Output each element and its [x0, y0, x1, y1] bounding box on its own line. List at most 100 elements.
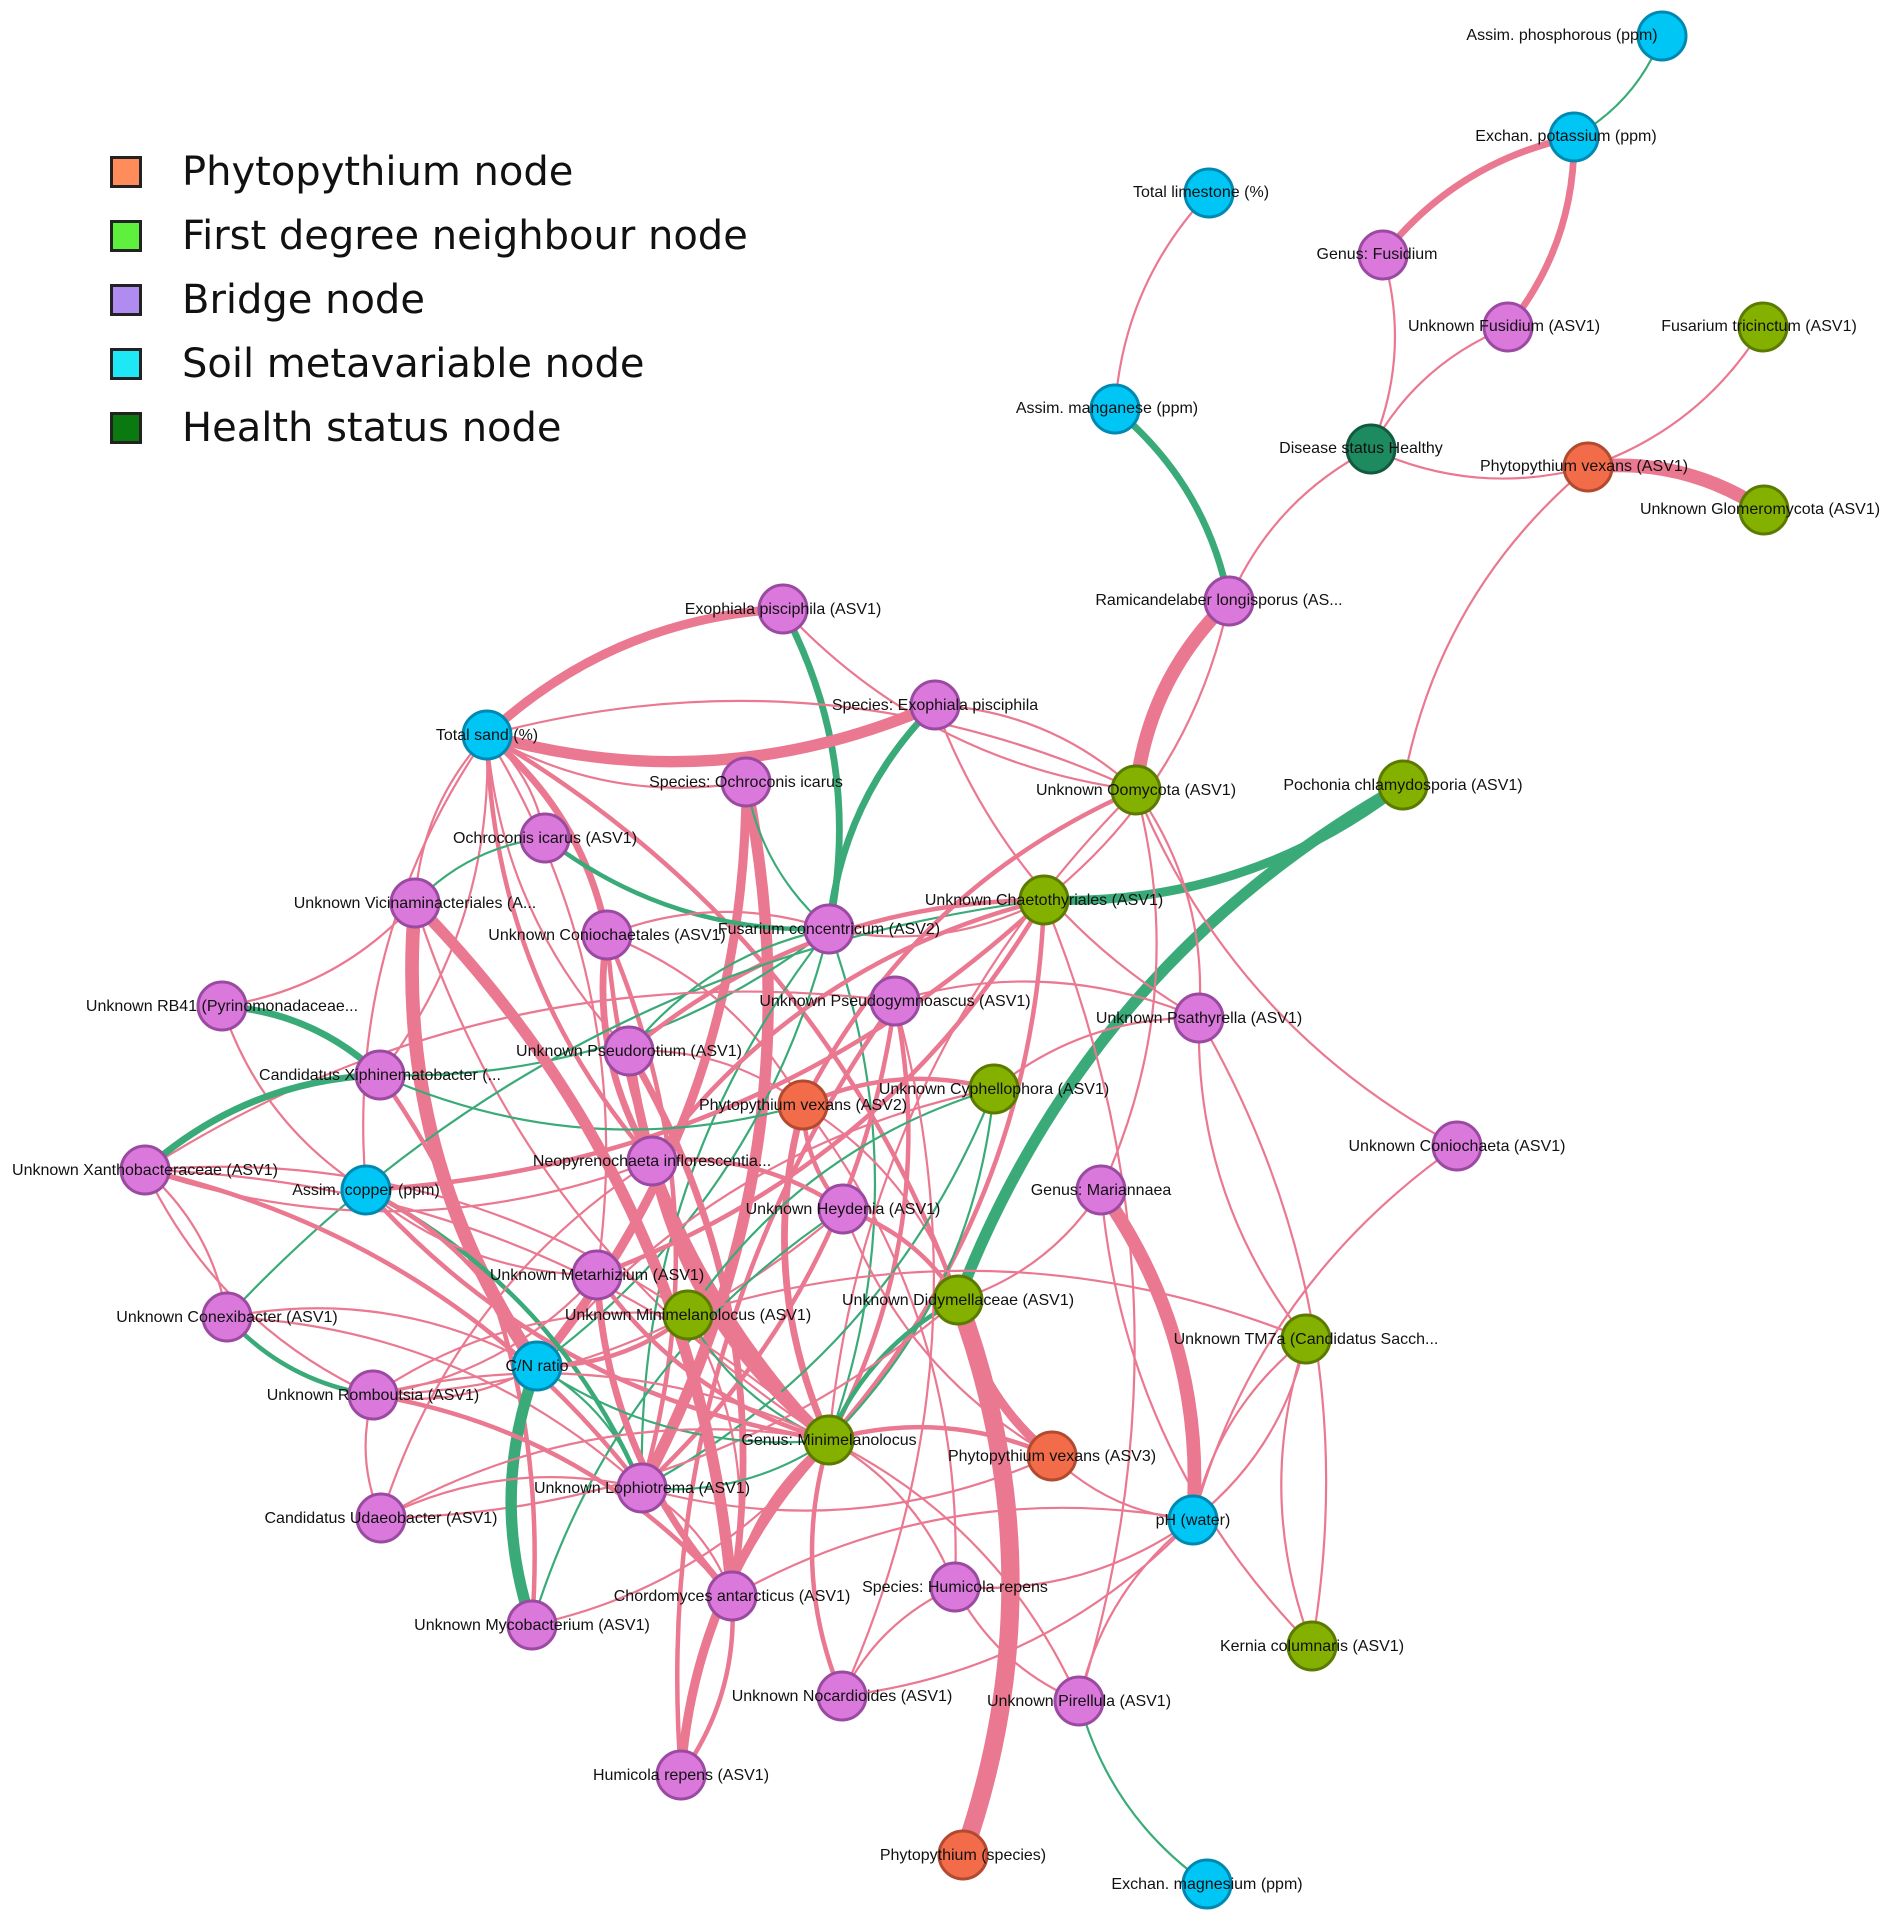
node-exmag [1181, 1858, 1233, 1910]
node-label-amang: Assim. manganese (ppm) [1016, 400, 1198, 417]
edge-nocard-pseudogym [840, 999, 935, 1698]
edge-ph-humsp [953, 1518, 1195, 1590]
edge-metarh-rombout [371, 1273, 599, 1397]
node-oomy [1110, 764, 1162, 816]
node-label-ph: pH (water) [1156, 1512, 1231, 1529]
edge-fusconc-gminim [827, 927, 877, 1442]
legend-swatch-bridge [110, 284, 142, 316]
edge-expot-ufusidium [1504, 133, 1578, 331]
node-pseudorot [603, 1025, 655, 1077]
node-label-disease: Disease status Healthy [1279, 440, 1443, 457]
edge-gminim-pirell [827, 1438, 1081, 1703]
edge-gminim-pv3 [826, 1424, 1055, 1459]
node-label-ochasv: Ochroconis icarus (ASV1) [453, 830, 637, 847]
edge-pv2-gminim [781, 1101, 833, 1444]
node-circle-copper [340, 1164, 392, 1216]
edge-marian-kernia [1099, 1188, 1314, 1648]
node-label-kernia: Kernia columnaris (ASV1) [1220, 1638, 1404, 1655]
node-label-humasv: Humicola repens (ASV1) [593, 1767, 769, 1784]
node-marian [1075, 1164, 1127, 1216]
node-circle-humasv [655, 1749, 707, 1801]
node-metarh [571, 1249, 623, 1301]
edge-copper-metarh [364, 1188, 599, 1277]
node-circle-conexi [201, 1291, 253, 1343]
node-label-ftric: Fusarium tricinctum (ASV1) [1661, 318, 1857, 335]
edge-heyden-pv3 [841, 1207, 1054, 1458]
node-circle-pv3 [1026, 1430, 1078, 1482]
node-label-oomy: Unknown Oomycota (ASV1) [1036, 782, 1236, 799]
legend-label-phytopythium: Phytopythium node [182, 149, 574, 195]
node-neopyr [626, 1135, 678, 1187]
node-circle-heyden [817, 1183, 869, 1235]
edge-cn-mycob [505, 1360, 543, 1631]
edge-lophio-udaeo [379, 1476, 644, 1520]
node-circle-humsp [929, 1561, 981, 1613]
edge-chaeto-copper [363, 897, 1047, 1193]
node-mycob [506, 1599, 558, 1651]
nodes-layer: Assim. phosphorous (ppm)Exchan. potassiu… [12, 10, 1880, 1910]
edge-kernia-tm7a [1280, 1337, 1314, 1648]
node-label-psath: Unknown Psathyrella (ASV1) [1096, 1010, 1302, 1027]
node-circle-cyphel [968, 1063, 1020, 1115]
node-circle-ochsp [720, 756, 772, 808]
node-label-xiphin: Candidatus Xiphinematobacter (... [259, 1067, 501, 1084]
node-conioch [581, 909, 633, 961]
node-circle-tm7a [1280, 1313, 1332, 1365]
edge-oomy-psath [1134, 788, 1202, 1020]
node-label-conioch: Unknown Coniochaetales (ASV1) [488, 927, 725, 944]
node-label-phspecies: Phytopythium (species) [880, 1847, 1046, 1864]
node-label-udaeo: Candidatus Udaeobacter (ASV1) [264, 1510, 497, 1527]
node-label-coniochaeta: Unknown Coniochaeta (ASV1) [1348, 1138, 1565, 1155]
edge-pochonia-chaeto [1039, 780, 1408, 905]
edge-gminim-xantho [143, 1168, 831, 1442]
node-rombout [347, 1369, 399, 1421]
node-label-tm7a: Unknown TM7a (Candidatus Sacch... [1174, 1331, 1439, 1348]
node-circle-exmag [1181, 1858, 1233, 1910]
node-ochsp [720, 756, 772, 808]
node-circle-ftric [1737, 301, 1789, 353]
node-label-mycob: Unknown Mycobacterium (ASV1) [414, 1617, 650, 1634]
node-circle-kernia [1286, 1620, 1338, 1672]
edge-gminim-rombout [371, 1372, 831, 1442]
node-circle-xiphin [354, 1049, 406, 1101]
node-coniochaeta [1431, 1120, 1483, 1172]
edge-sand-exoasv [482, 604, 788, 740]
node-circle-pirell [1053, 1675, 1105, 1727]
edge-ph-chordo [730, 1506, 1195, 1598]
node-copper [340, 1164, 392, 1216]
legend-swatch-health [110, 412, 142, 444]
node-circle-coniochaeta [1431, 1120, 1483, 1172]
edge-ramic-oomy [1129, 594, 1236, 797]
edge-amang-ramic [1111, 405, 1233, 605]
node-circle-sand [461, 709, 513, 761]
edge-fusconc-pseudorot [627, 927, 831, 1053]
node-tm7a [1280, 1313, 1332, 1365]
node-cn [511, 1340, 563, 1392]
node-circle-gminim [803, 1414, 855, 1466]
edge-oomy-coniochaeta [1134, 788, 1459, 1148]
node-pirell [1053, 1675, 1105, 1727]
edge-psath-tm7a [1197, 1016, 1308, 1341]
node-circle-nocard [816, 1670, 868, 1722]
node-label-expot: Exchan. potassium (ppm) [1475, 128, 1656, 145]
node-nocard [816, 1670, 868, 1722]
legend-item-bridge: Bridge node [110, 268, 748, 332]
node-circle-pv2 [777, 1079, 829, 1131]
node-chordo [706, 1570, 758, 1622]
edge-exosp-fusconc [825, 701, 939, 933]
edge-fusidium-disease [1369, 253, 1397, 451]
node-ph [1167, 1494, 1219, 1546]
edge-pv1-pochonia [1401, 465, 1590, 787]
node-phspecies [937, 1829, 989, 1881]
node-label-pv2: Phytopythium vexans (ASV2) [699, 1097, 907, 1114]
node-label-vicin: Unknown Vicinaminacteriales (A... [294, 895, 536, 912]
node-label-rombout: Unknown Romboutsia (ASV1) [267, 1387, 480, 1404]
legend-label-first-degree: First degree neighbour node [182, 213, 748, 259]
edge-tm7a-ph [1191, 1337, 1308, 1522]
edge-pseudogym-gminim [826, 998, 911, 1443]
node-circle-ph [1167, 1494, 1219, 1546]
node-humasv [655, 1749, 707, 1801]
edge-pochonia-didym [952, 779, 1409, 1306]
edge-conexi-lophio [225, 1315, 644, 1490]
node-circle-lophio [616, 1462, 668, 1514]
